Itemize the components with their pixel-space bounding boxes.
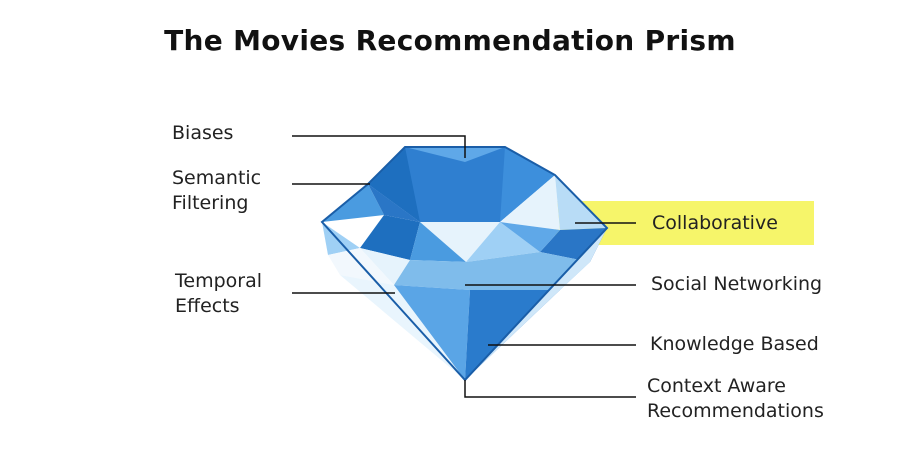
leader-lines	[292, 135, 636, 398]
label-collaborative: Collaborative	[652, 212, 778, 234]
label-biases: Biases	[172, 122, 234, 144]
facet-left-1	[322, 184, 384, 222]
facet-right-4	[500, 222, 560, 252]
context-leader	[464, 380, 636, 398]
facet-left-5	[360, 248, 410, 285]
diamond-outline	[320, 146, 609, 382]
facet-left-3	[322, 222, 360, 255]
facet-left-4	[368, 184, 420, 222]
label-temporal-effects: Temporal Effects	[175, 270, 262, 317]
biases-leader	[292, 135, 466, 158]
facet-girdle-2	[394, 252, 590, 290]
label-semantic-filtering: Semantic Filtering	[172, 167, 262, 214]
facet-crown-left	[368, 147, 420, 222]
facet-pavilion-left	[340, 275, 465, 380]
facet-crown-right	[500, 147, 555, 222]
diagram-title: The Movies Recommendation Prism	[164, 24, 736, 57]
facet-left-2	[360, 215, 420, 260]
label-social-networking: Social Networking	[651, 273, 823, 295]
facet-right-1	[500, 175, 560, 230]
facet-center-3	[466, 222, 540, 262]
label-context-aware: Context Aware Recommendations	[647, 375, 824, 422]
facet-center-2	[410, 222, 466, 262]
diamond-icon	[320, 146, 609, 382]
facet-crown-center	[405, 147, 505, 162]
label-knowledge-based: Knowledge Based	[650, 333, 819, 355]
facet-center-1	[420, 222, 500, 262]
facet-pavilion-lc	[394, 285, 470, 380]
